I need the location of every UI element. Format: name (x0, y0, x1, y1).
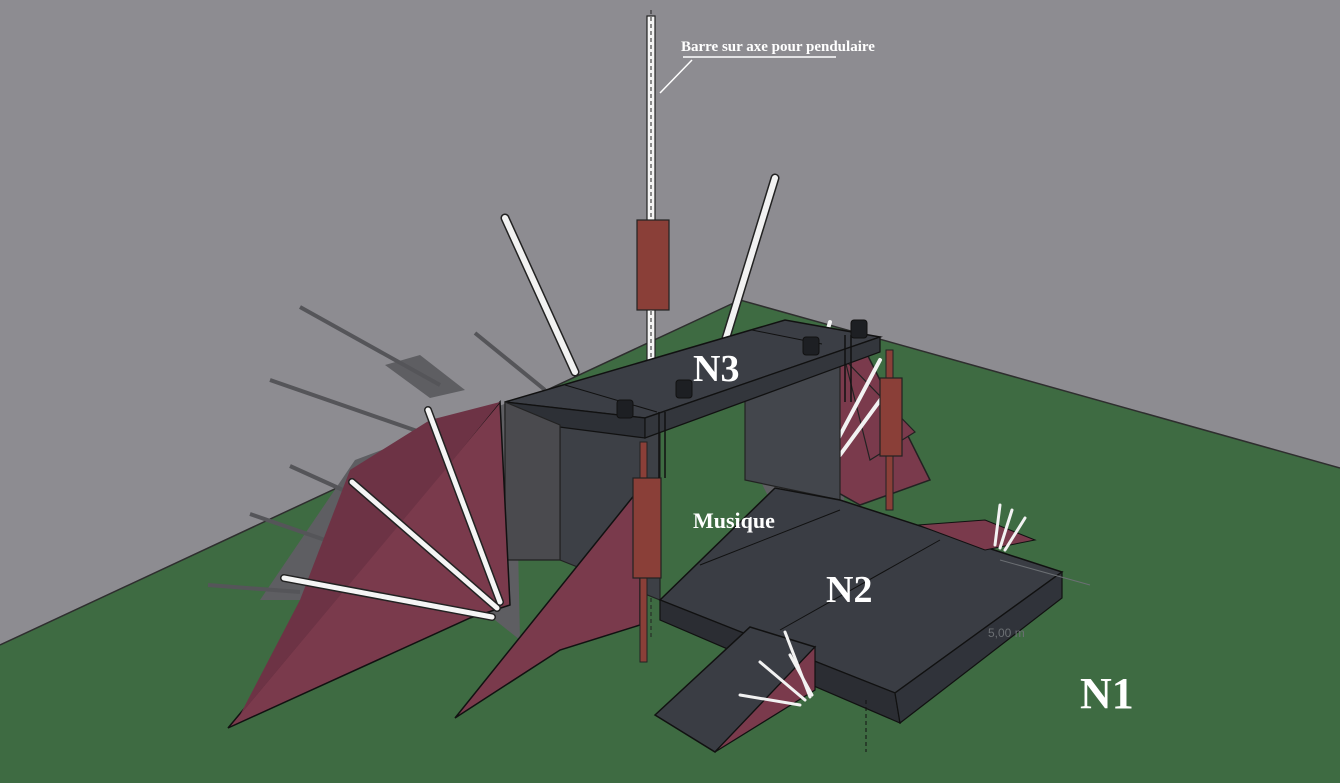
label-n3: N3 (693, 348, 739, 390)
upper-poles-fill (502, 175, 778, 375)
sail-right-small (917, 519, 1037, 551)
truss-ladders (658, 335, 852, 478)
deck-n3-right (644, 336, 881, 439)
label-pendulum-bar: Barre sur axe pour pendulaire (681, 39, 875, 55)
mast-banner (636, 219, 670, 311)
deck-n2-seam-2 (699, 509, 841, 566)
dimension-line (999, 559, 1091, 586)
callout-leader (659, 59, 693, 94)
deck-n2-seam (779, 539, 941, 631)
left-support-wall (504, 401, 561, 561)
front-ramp-poles (738, 630, 814, 707)
deck-n1-side (894, 570, 1063, 725)
post-left-banner (632, 477, 662, 579)
right-small-poles (993, 503, 1027, 552)
moving-head-lights (616, 319, 868, 419)
deck-n3-seam (564, 384, 658, 413)
label-n2: N2 (826, 569, 872, 611)
pole-shadows (207, 305, 547, 594)
left-fan-poles (281, 407, 503, 620)
sail-left-large-shade (240, 402, 500, 715)
post-right-banner (879, 377, 903, 457)
label-n1: N1 (1080, 669, 1134, 718)
label-musique: Musique (693, 508, 775, 533)
label-dimension: 5,00 m (988, 626, 1025, 640)
